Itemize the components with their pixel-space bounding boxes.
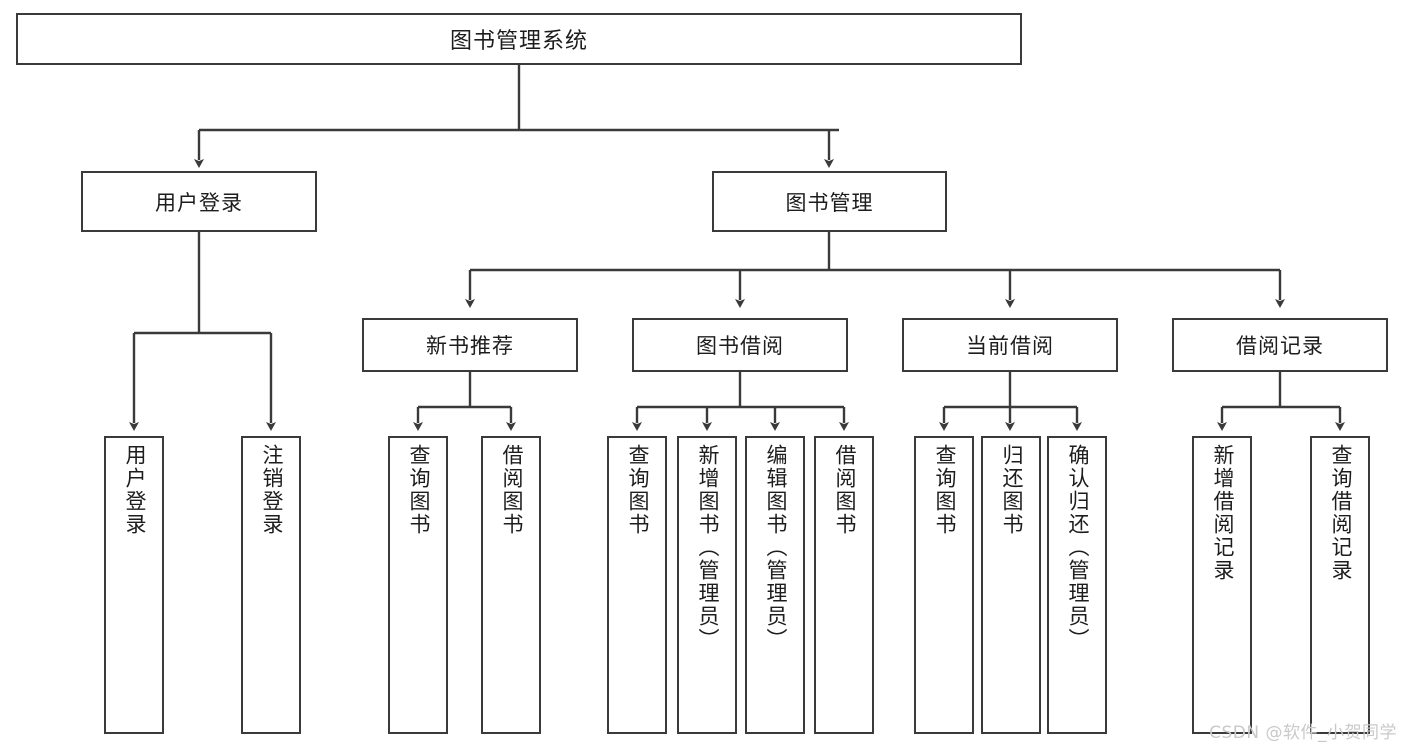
leaf-query-book-recommend[interactable]: 查询图书: [388, 436, 448, 734]
leaf-add-book-admin[interactable]: 新增图书（管理员）: [677, 436, 737, 734]
node-label: 借阅图书: [832, 444, 857, 536]
node-current-borrow[interactable]: 当前借阅: [902, 318, 1118, 372]
node-book-management[interactable]: 图书管理: [712, 171, 947, 232]
node-root-system[interactable]: 图书管理系统: [16, 13, 1022, 65]
node-user-login[interactable]: 用户登录: [81, 171, 317, 232]
leaf-logout[interactable]: 注销登录: [241, 436, 301, 734]
leaf-edit-book-admin[interactable]: 编辑图书（管理员）: [745, 436, 805, 734]
node-label: 编辑图书（管理员）: [763, 444, 788, 651]
node-label: 查询图书: [406, 444, 431, 536]
leaf-confirm-return-admin[interactable]: 确认归还（管理员）: [1047, 436, 1107, 734]
leaf-query-book-current[interactable]: 查询图书: [914, 436, 974, 734]
node-label: 注销登录: [259, 444, 284, 536]
node-label: 用户登录: [155, 190, 243, 215]
node-label: 查询图书: [625, 444, 650, 536]
node-label: 借阅图书: [499, 444, 524, 536]
node-label: 归还图书: [999, 444, 1024, 536]
node-label: 图书管理系统: [449, 29, 588, 54]
node-label: 查询借阅记录: [1328, 444, 1353, 582]
node-label: 确认归还（管理员）: [1065, 444, 1090, 651]
leaf-borrow-book-recommend[interactable]: 借阅图书: [481, 436, 541, 734]
leaf-query-book-borrow[interactable]: 查询图书: [607, 436, 667, 734]
leaf-add-borrow-record[interactable]: 新增借阅记录: [1192, 436, 1252, 734]
node-label: 当前借阅: [966, 334, 1054, 358]
leaf-borrow-book[interactable]: 借阅图书: [814, 436, 874, 734]
leaf-return-book[interactable]: 归还图书: [981, 436, 1041, 734]
node-label: 借阅记录: [1236, 334, 1324, 358]
node-label: 查询图书: [932, 444, 957, 536]
node-label: 新增图书（管理员）: [695, 444, 720, 651]
csdn-watermark: CSDN @软件_小贺同学: [1209, 723, 1397, 743]
node-borrow-record[interactable]: 借阅记录: [1172, 318, 1388, 372]
node-label: 新增借阅记录: [1210, 444, 1235, 582]
node-label: 用户登录: [122, 444, 147, 536]
node-label: 新书推荐: [426, 334, 514, 358]
leaf-user-login[interactable]: 用户登录: [104, 436, 164, 734]
leaf-query-borrow-record[interactable]: 查询借阅记录: [1310, 436, 1370, 734]
node-label: 图书管理: [785, 190, 874, 215]
node-book-borrow[interactable]: 图书借阅: [632, 318, 848, 372]
node-new-book-recommend[interactable]: 新书推荐: [362, 318, 578, 372]
node-label: 图书借阅: [696, 334, 784, 358]
